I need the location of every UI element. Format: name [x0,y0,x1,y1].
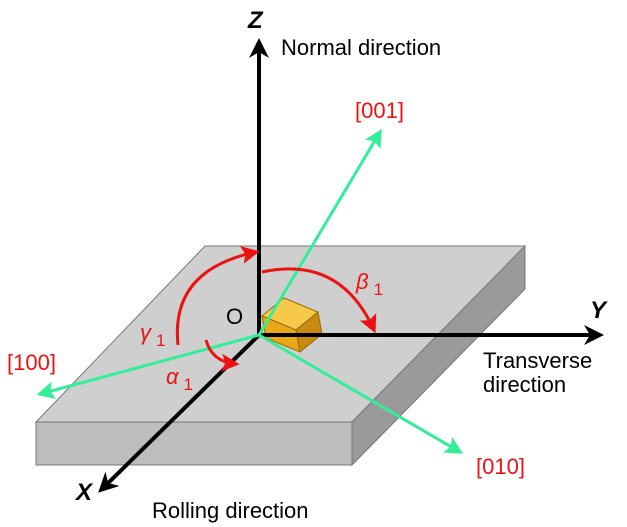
rolling-direction-label: Rolling direction [152,498,309,523]
plate-side-face [351,244,526,467]
crystal-axis-010 [258,333,464,454]
crystal-axis-100 [36,333,260,399]
beta-arc [261,267,377,334]
y-axis-label: Y [590,297,608,324]
origin-label: O [226,304,243,329]
direction-100-label: [100] [7,350,56,375]
direction-001-label: [001] [355,98,404,123]
direction-010-label: [010] [476,454,525,479]
transverse-direction-label-line1: Transverse [483,348,592,373]
alpha-arc [204,339,240,372]
plate-front-face [35,421,353,466]
normal-direction-label: Normal direction [281,35,441,60]
transverse-direction-label-line2: direction [483,372,566,397]
gamma-arc [175,246,260,346]
x-axis-label: X [74,479,94,506]
crystal-axis-001 [257,128,382,336]
z-axis-label: Z [247,7,264,34]
sample-plate [34,244,527,467]
